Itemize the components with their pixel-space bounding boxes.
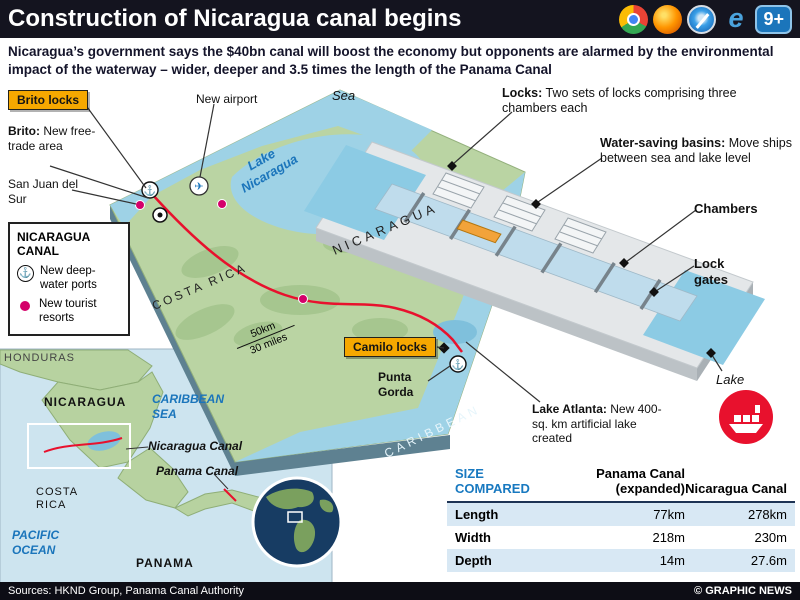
city-marker-san-juan: [152, 207, 168, 223]
footer-bar: Sources: HKND Group, Panama Canal Author…: [0, 582, 800, 600]
pointer-nicaragua-canal: [125, 446, 149, 450]
pointer-panama-canal: [213, 473, 229, 490]
sources-text: Sources: HKND Group, Panama Canal Author…: [8, 585, 245, 597]
row-label: Width: [455, 529, 491, 545]
inset-costa-rica-label: COSTA RICA: [36, 486, 78, 512]
inset-nicaragua-canal-line: [43, 437, 123, 453]
locks-slab-side-bottom: [316, 228, 697, 381]
legend-title: NICARAGUA CANAL: [17, 230, 90, 259]
intro-text: Nicaragua’s government says the $40bn ca…: [8, 44, 774, 78]
svg-text:⚓: ⚓: [144, 184, 156, 197]
row-label: Length: [455, 506, 499, 522]
row-nicaragua-value: 278km: [747, 506, 787, 522]
tourist-resort-markers: [135, 199, 308, 304]
globe-highlight-box: [287, 511, 303, 523]
ship-roundel-icon: [719, 390, 773, 444]
row-nicaragua-value: 230m: [754, 529, 787, 545]
locks-callout-lines: [451, 111, 723, 372]
pacific-sea: [110, 90, 432, 227]
camilo-locks-badge: Camilo locks: [344, 337, 437, 357]
table-header: SIZE COMPARED Panama Canal (expanded) Ni…: [447, 465, 795, 503]
page-title: Construction of Nicaragua canal begins: [8, 5, 462, 32]
inset-nicaragua-land: [41, 371, 164, 469]
tourist-resort-dot-icon: [20, 301, 30, 312]
canal-route-line: [151, 193, 463, 353]
inset-panama-canal-line: [223, 488, 237, 502]
inset-lake: [87, 431, 121, 451]
punta-gorda-label: Punta Gorda: [378, 370, 414, 399]
new-airport-label: New airport: [196, 92, 258, 106]
firefox-icon[interactable]: [653, 4, 683, 34]
ship-in-lock: [456, 219, 502, 244]
lock-gates-label: Lock gates: [694, 256, 728, 287]
lake-label: Lake: [716, 372, 745, 387]
legend-resorts-label: New tourist resorts: [39, 298, 97, 325]
water-saving-basins: [432, 172, 607, 254]
basins-note: Water-saving basins: Move ships between …: [600, 136, 792, 166]
row-nicaragua-value: 27.6m: [750, 552, 787, 568]
inset-caribbean-sea-label: CARIBBEAN SEA: [152, 392, 224, 421]
legend-item-resorts: New tourist resorts: [17, 298, 121, 326]
browser-icons: e 9+: [619, 2, 800, 34]
inset-panama-canal-label: Panama Canal: [156, 464, 239, 478]
legend-ports-label: New deep-water ports: [40, 264, 97, 291]
lock-channel: [374, 183, 698, 322]
inset-nicaragua-label: NICARAGUA: [44, 395, 127, 409]
port-marker-brito: ⚓: [141, 181, 159, 199]
table-row: Length 77km 278km: [447, 502, 795, 526]
lake-atlanta-water: [433, 320, 477, 344]
legend-item-ports: ⚓ New deep-water ports: [17, 264, 121, 293]
inset-focus-box: [27, 423, 131, 469]
chambers-label: Chambers: [694, 201, 758, 216]
lock-gate-lines: [403, 192, 662, 310]
airport-marker: ✈: [189, 176, 209, 196]
callout-diamonds: [447, 161, 716, 358]
inset-nicaragua-canal-label: Nicaragua Canal: [148, 439, 243, 453]
locks-note: Locks: Two sets of locks comprising thre…: [502, 86, 737, 116]
lake-atlanta-note: Lake Atlanta: New 400-sq. km artificial …: [532, 402, 662, 446]
column-panama: Panama Canal (expanded): [596, 466, 685, 496]
inset-panama-label: PANAMA: [136, 556, 194, 570]
row-label: Depth: [455, 552, 492, 568]
inset-costa-rica-land: [117, 447, 189, 509]
anchor-icon: ⚓: [17, 264, 34, 282]
table-row: Width 218m 230m: [447, 526, 795, 549]
chrome-icon[interactable]: [619, 4, 649, 34]
row-panama-value: 77km: [653, 506, 685, 522]
inset-honduras-label: HONDURAS: [4, 352, 75, 364]
map-callout-lines: [49, 99, 541, 403]
safari-icon[interactable]: [687, 4, 717, 34]
row-panama-value: 218m: [652, 529, 685, 545]
svg-text:✈: ✈: [194, 181, 203, 193]
size-comparison-table: SIZE COMPARED Panama Canal (expanded) Ni…: [447, 465, 795, 572]
map-legend: NICARAGUA CANAL ⚓ New deep-water ports N…: [8, 222, 130, 336]
inset-pacific-ocean-label: PACIFIC OCEAN: [12, 528, 60, 557]
row-panama-value: 14m: [659, 552, 685, 568]
table-title: SIZE COMPARED: [455, 466, 530, 496]
column-nicaragua: Nicaragua Canal: [685, 480, 787, 496]
brito-locks-badge: Brito locks: [8, 90, 89, 110]
table-row: Depth 14m 27.6m: [447, 548, 795, 572]
map-slab-side: [110, 205, 450, 476]
ie-icon[interactable]: e: [728, 2, 744, 33]
svg-text:⚓: ⚓: [452, 358, 464, 371]
brito-note: Brito: New free-trade area: [8, 124, 96, 153]
sea-label: Sea: [332, 88, 356, 103]
globe-locator: [251, 476, 343, 568]
port-marker-punta-gorda: ⚓: [449, 355, 467, 373]
locks-diagram: [304, 111, 765, 381]
age-rating-badge: 9+: [755, 4, 792, 34]
san-juan-del-sur-label: San Juan del Sur: [8, 177, 79, 206]
title-bar: Construction of Nicaragua canal begins e…: [0, 0, 800, 38]
caribbean-sea-band: [235, 172, 525, 462]
credit-text: © GRAPHIC NEWS: [694, 585, 792, 597]
